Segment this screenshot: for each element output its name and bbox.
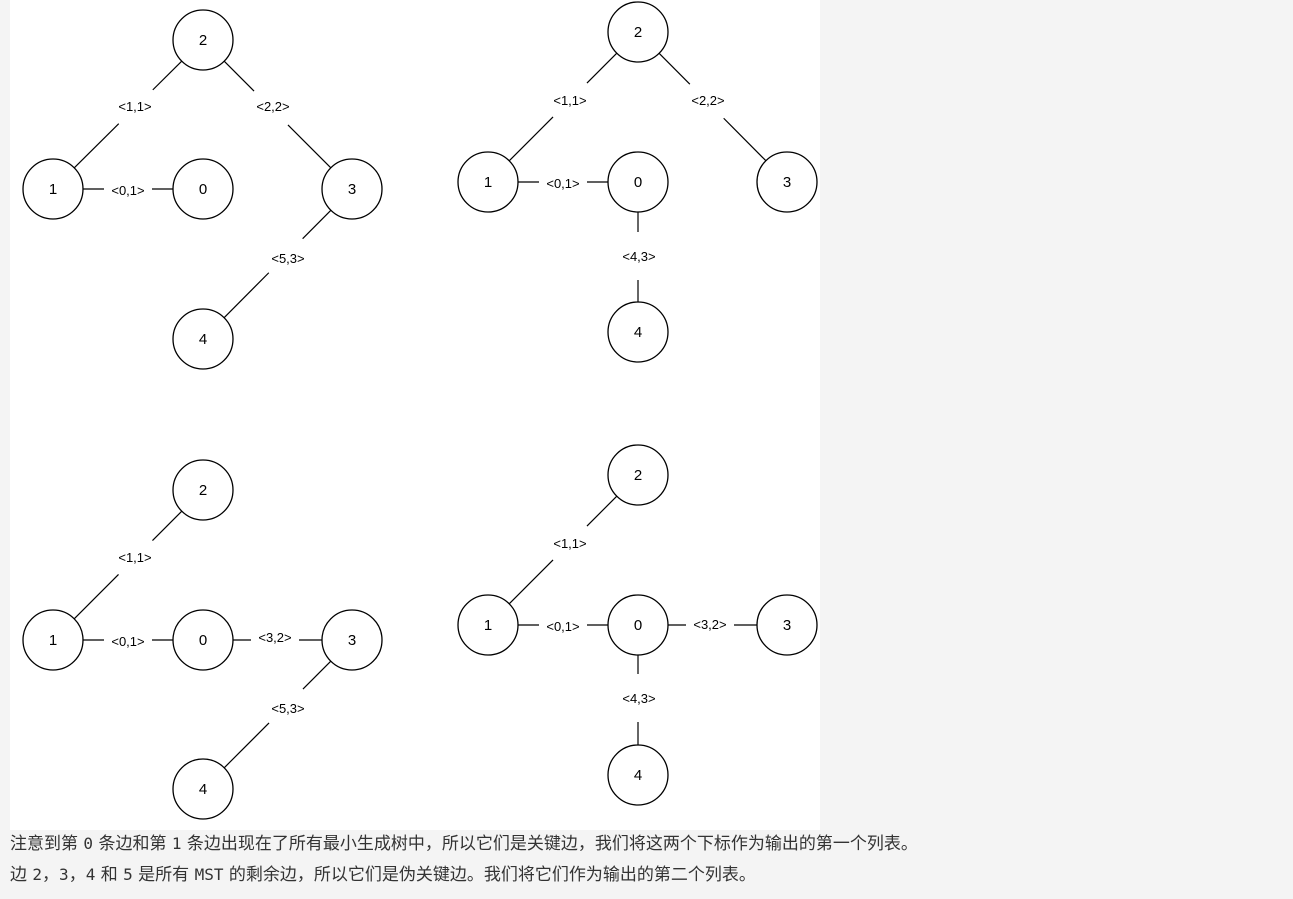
node-label-1: 1 — [49, 632, 57, 649]
caption-text: ， — [68, 865, 86, 885]
mst-diagrams-svg: <1,1> <2,2> <0,1> <5,3> 2 1 0 3 4 <1,1> <2,2> <0,1>… — [22, 1, 818, 820]
node-circle-0 — [172, 609, 234, 671]
edge-line-3-4 — [223, 722, 270, 769]
node-label-4: 4 — [634, 324, 642, 341]
caption-text: 注意到第 — [10, 834, 84, 854]
edge-label: <3,2> — [258, 630, 291, 645]
inline-code: 5 — [123, 865, 133, 884]
node-circle-4 — [172, 308, 234, 370]
edge-line-2-3 — [658, 52, 691, 85]
edge-line-2-1 — [586, 52, 618, 84]
edge-label: <0,1> — [546, 176, 579, 191]
mst-diagrams-panel: <1,1> <2,2> <0,1> <5,3> 2 1 0 3 4 <1,1> <2,2> <0,1>… — [10, 0, 820, 830]
edge-line-2-3 — [287, 124, 332, 169]
node-label-3: 3 — [348, 181, 356, 198]
node-circle-1 — [457, 594, 519, 656]
inline-code: 3 — [59, 865, 69, 884]
caption-line-2: 边 2，3，4 和 5 是所有 MST 的剩余边，所以它们是伪关键边。我们将它们… — [10, 864, 1280, 886]
caption-text: 条边和第 — [93, 834, 172, 854]
edge-label: <5,3> — [271, 701, 304, 716]
caption-text: 的剩余边，所以它们是伪关键边。我们将它们作为输出的第二个列表。 — [223, 865, 756, 885]
edge-label: <5,3> — [271, 251, 304, 266]
mst-diagram-4: <1,1> <0,1> <3,2> <4,3> 2 1 0 3 4 — [457, 444, 818, 806]
edge-label: <4,3> — [622, 249, 655, 264]
node-label-3: 3 — [783, 617, 791, 634]
node-label-0: 0 — [634, 174, 642, 191]
mst-diagram-2: <1,1> <2,2> <0,1> <4,3> 2 1 0 3 4 — [457, 1, 818, 363]
node-label-2: 2 — [634, 24, 642, 41]
caption-text: 边 — [10, 865, 33, 885]
caption-text: ， — [42, 865, 60, 885]
edge-label: <3,2> — [693, 617, 726, 632]
edge-label: <1,1> — [553, 93, 586, 108]
node-circle-4 — [172, 758, 234, 820]
edge-line-2-3 — [223, 60, 255, 92]
node-label-0: 0 — [199, 632, 207, 649]
node-circle-0 — [607, 151, 669, 213]
edge-label: <0,1> — [111, 634, 144, 649]
node-circle-3 — [321, 609, 383, 671]
node-circle-3 — [756, 594, 818, 656]
edge-line-2-3 — [723, 117, 767, 162]
inline-code: 2 — [32, 865, 43, 884]
node-circle-0 — [172, 158, 234, 220]
caption-text: 条边出现在了所有最小生成树中，所以它们是关键边，我们将这两个下标作为输出的第一个… — [181, 834, 918, 854]
edge-line-3-4 — [302, 660, 332, 690]
edge-label: <1,1> — [553, 536, 586, 551]
edge-line-2-1 — [586, 495, 618, 527]
edge-label: <1,1> — [118, 99, 151, 114]
node-label-4: 4 — [199, 331, 207, 348]
node-circle-4 — [607, 744, 669, 806]
node-label-0: 0 — [199, 181, 207, 198]
edge-label: <0,1> — [546, 619, 579, 634]
node-label-2: 2 — [634, 467, 642, 484]
node-label-3: 3 — [783, 174, 791, 191]
edge-label: <4,3> — [622, 691, 655, 706]
mst-diagram-1: <1,1> <2,2> <0,1> <5,3> 2 1 0 3 4 — [22, 9, 383, 370]
node-label-4: 4 — [634, 767, 642, 784]
edge-line-3-4 — [223, 272, 270, 319]
node-circle-2 — [607, 1, 669, 63]
node-circle-2 — [172, 9, 234, 71]
node-circle-1 — [457, 151, 519, 213]
node-label-1: 1 — [484, 174, 492, 191]
edge-label: <2,2> — [256, 99, 289, 114]
edge-line-2-1 — [73, 574, 119, 620]
edge-line-2-1 — [152, 60, 183, 91]
node-label-1: 1 — [484, 617, 492, 634]
node-label-0: 0 — [634, 617, 642, 634]
caption-text: 是所有 — [132, 865, 195, 885]
node-label-1: 1 — [49, 181, 57, 198]
node-circle-0 — [607, 594, 669, 656]
node-circle-1 — [22, 158, 84, 220]
edge-line-2-1 — [508, 116, 554, 162]
inline-code: 4 — [85, 865, 96, 884]
node-label-2: 2 — [199, 482, 207, 499]
node-circle-4 — [607, 301, 669, 363]
inline-code: 0 — [83, 834, 94, 853]
caption-line-1: 注意到第 0 条边和第 1 条边出现在了所有最小生成树中，所以它们是关键边，我们… — [10, 833, 1280, 855]
node-label-3: 3 — [348, 632, 356, 649]
edge-label: <1,1> — [118, 550, 151, 565]
node-circle-1 — [22, 609, 84, 671]
node-circle-2 — [172, 459, 234, 521]
node-label-2: 2 — [199, 32, 207, 49]
edge-line-2-1 — [508, 559, 554, 605]
edge-label: <2,2> — [691, 93, 724, 108]
edge-line-2-1 — [73, 123, 120, 169]
inline-code: 1 — [171, 834, 182, 853]
edge-line-2-1 — [152, 510, 183, 541]
inline-code: MST — [194, 865, 224, 884]
caption-text: 和 — [95, 865, 124, 885]
node-circle-3 — [321, 158, 383, 220]
mst-diagram-3: <1,1> <0,1> <3,2> <5,3> 2 1 0 3 4 — [22, 459, 383, 820]
node-circle-2 — [607, 444, 669, 506]
node-circle-3 — [756, 151, 818, 213]
node-label-4: 4 — [199, 781, 207, 798]
edge-line-3-4 — [302, 209, 332, 240]
edge-label: <0,1> — [111, 183, 144, 198]
